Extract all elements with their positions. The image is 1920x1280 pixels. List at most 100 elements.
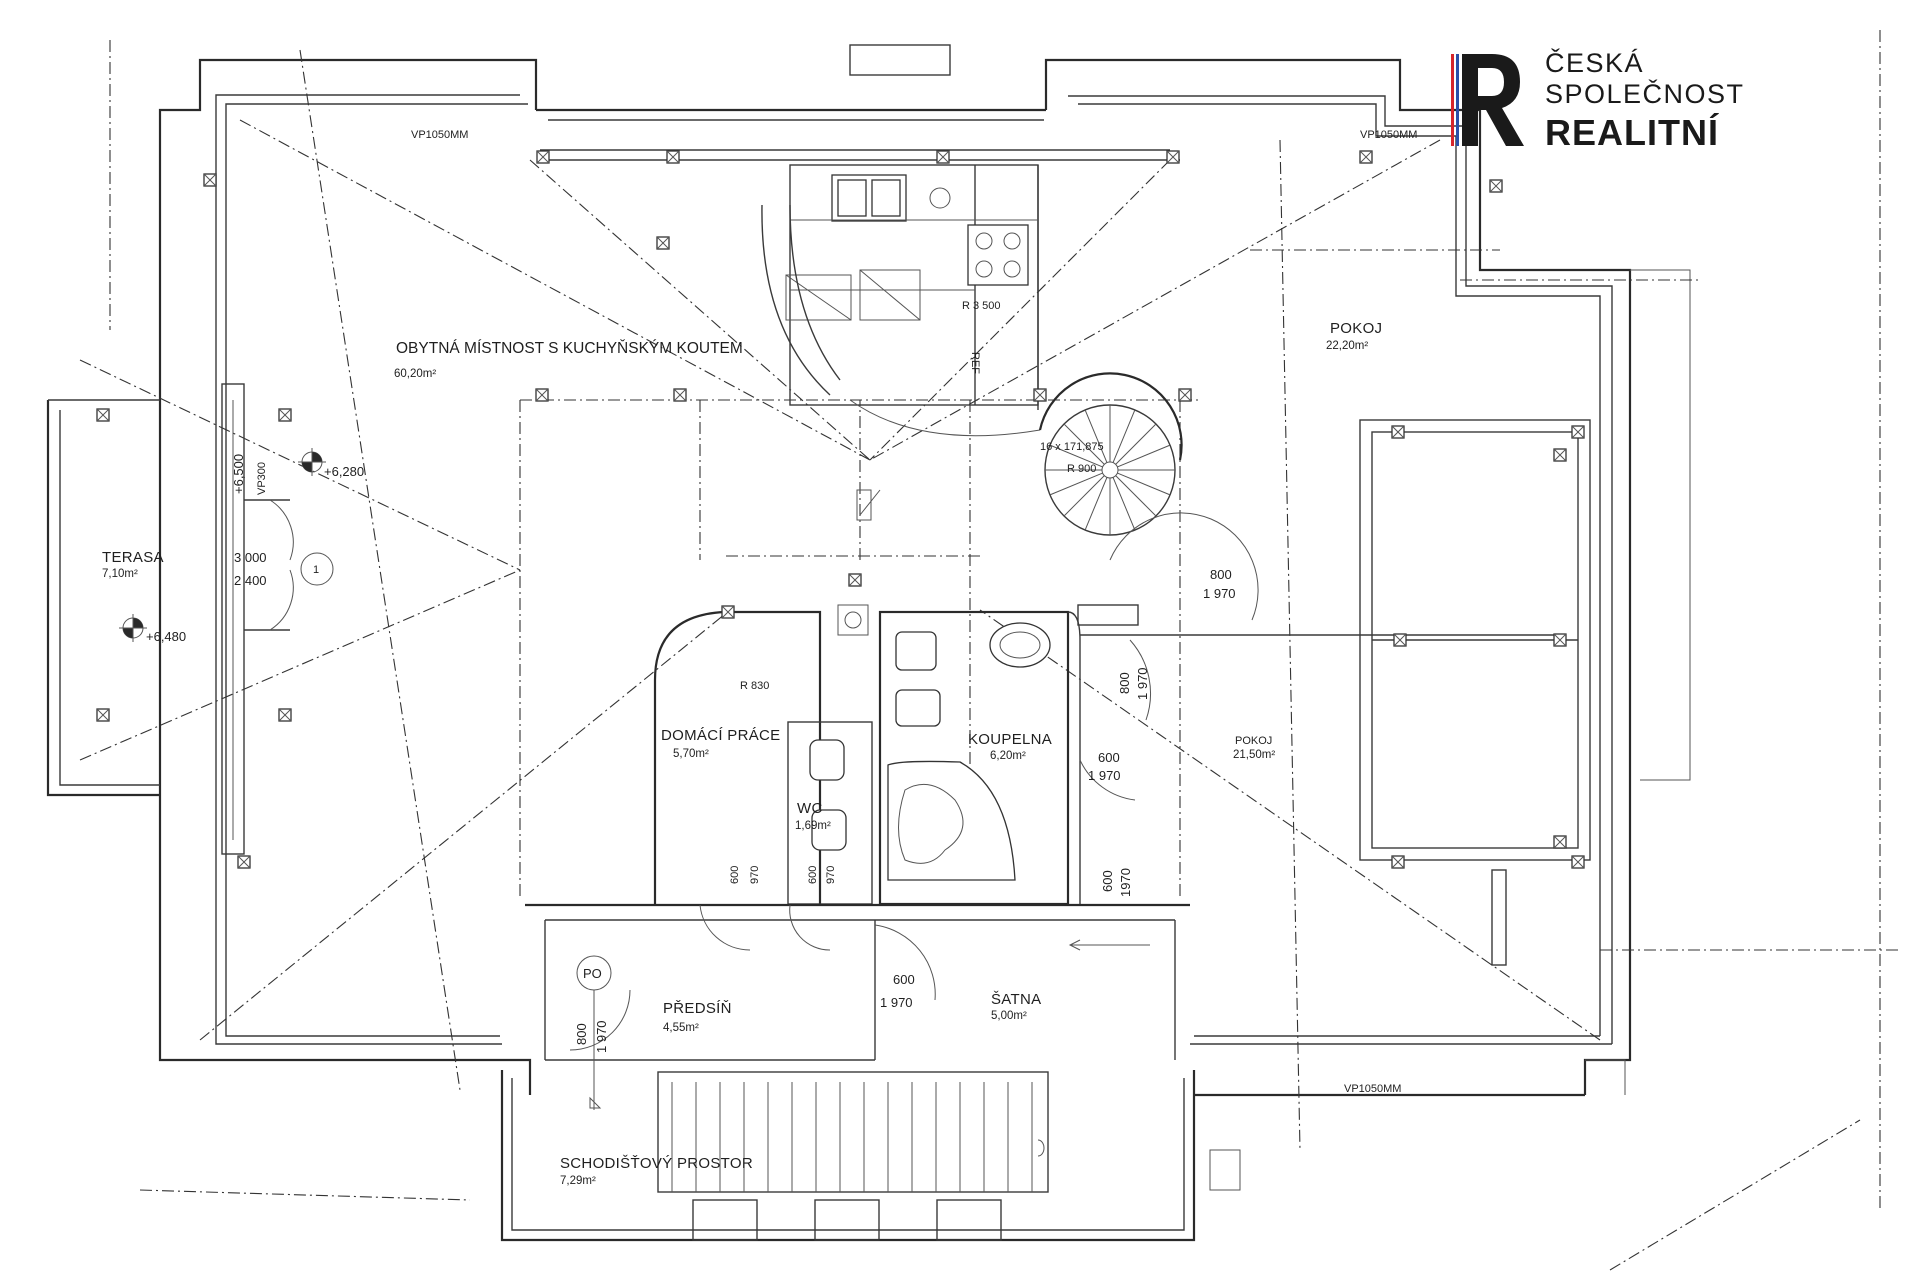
door-swings (269, 499, 1259, 1051)
predsin-name: PŘEDSÍŇ (663, 1000, 732, 1017)
koupelna-name: KOUPELNA (968, 731, 1052, 748)
roof-lines (79, 30, 1900, 1271)
dim-1970-predsin: 1 970 (880, 995, 913, 1010)
wc-name: WC (797, 800, 823, 817)
level-6480: +6,480 (146, 629, 186, 644)
spiral-step (1117, 444, 1171, 468)
column-marker (721, 605, 735, 619)
column-marker (1033, 388, 1047, 402)
column-marker (673, 388, 687, 402)
radius-3500: R 3 500 (962, 300, 1001, 312)
logo-line-3: REALITNÍ (1545, 112, 1719, 153)
dim-800-pokoj: 800 (1117, 672, 1132, 694)
dim-600-satna: 600 (1100, 870, 1115, 892)
column-marker (237, 855, 251, 869)
domaci-prace-name: DOMÁCÍ PRÁCE (661, 727, 780, 744)
dim-970-wc: 970 (825, 866, 837, 884)
dim-1970-koupelna-2: 1 970 (1088, 768, 1121, 783)
column-marker (1359, 150, 1373, 164)
spiral-step (1112, 477, 1136, 531)
koupelna-area: 6,20m² (990, 750, 1026, 762)
vp-top-right: VP1050MM (1360, 129, 1417, 141)
window-height: 2 400 (234, 573, 267, 588)
agency-logo (1451, 54, 1524, 146)
column-marker (1489, 179, 1503, 193)
column-marker (96, 408, 110, 422)
predsin-area: 4,55m² (663, 1022, 699, 1034)
column-marker (1553, 448, 1567, 462)
dimension-labels: 800 1 970 800 1 970 600 1 970 600 970 60… (574, 567, 1236, 1053)
interior-walls (221, 164, 1591, 1061)
spiral-step (1112, 409, 1136, 463)
domaci-prace-area: 5,70m² (673, 748, 709, 760)
logo-wordmark: ČESKÁ SPOLEČNOST REALITNÍ (1545, 50, 1745, 153)
dim-600-predsin: 600 (893, 972, 915, 987)
spiral-step (1115, 423, 1157, 465)
spiral-step (1084, 477, 1108, 531)
dim-1970-satna: 1970 (1118, 868, 1133, 897)
column-marker (1166, 150, 1180, 164)
terasa-name: TERASA (102, 549, 164, 566)
window-width: 3 000 (234, 550, 267, 565)
column-marker (203, 173, 217, 187)
spiral-step (1063, 475, 1105, 517)
spiral-staircase (1038, 372, 1183, 536)
satna-name: ŠATNA (991, 991, 1041, 1008)
logo-line-2: SPOLEČNOST (1545, 79, 1745, 109)
wc-area: 1,69m² (795, 820, 831, 832)
logo-r-mark (1451, 54, 1524, 146)
pokoj-top-area: 22,20m² (1326, 340, 1368, 352)
dim-600-wc: 600 (807, 866, 819, 884)
schodiste-area: 7,29m² (560, 1175, 596, 1187)
dim-600-domaci: 600 (729, 866, 741, 884)
stairs-count: 16 x 171,875 (1040, 441, 1104, 453)
radius-830: R 830 (740, 680, 769, 692)
right-side-details (1037, 604, 1507, 1191)
level-6280: +6,280 (324, 464, 364, 479)
column-marker (1553, 633, 1567, 647)
po-marker: PO (583, 966, 602, 981)
spiral-step (1049, 444, 1103, 468)
column-marker (536, 150, 550, 164)
pokoj-right-name: POKOJ (1235, 735, 1272, 747)
column-marker (1391, 425, 1405, 439)
column-marker (656, 236, 670, 250)
dim-1970-vstup: 1 970 (594, 1020, 609, 1053)
column-marker (1571, 425, 1585, 439)
schodiste-name: SCHODIŠŤOVÝ PROSTOR (560, 1155, 753, 1172)
marker-1: 1 (313, 564, 319, 576)
dim-800-vstup: 800 (574, 1023, 589, 1045)
column-marker (1571, 855, 1585, 869)
stair-steps (657, 1071, 1049, 1241)
column-marker (936, 150, 950, 164)
dim-600-koupelna: 600 (1098, 750, 1120, 765)
column-marker (1393, 633, 1407, 647)
spiral-step (1063, 423, 1105, 465)
vp300-label: VP300 (256, 462, 268, 495)
column-marker (1391, 855, 1405, 869)
spiral-step (1117, 472, 1171, 496)
plan-annotations: VP1050MM VP1050MM VP1050MM VP300 +6,500 … (146, 129, 1417, 1095)
bathroom-fixtures (809, 604, 1051, 881)
living-room-name: OBYTNÁ MÍSTNOST S KUCHYŇSKÝM KOUTEM (396, 340, 743, 357)
pokoj-top-name: POKOJ (1330, 320, 1382, 337)
ref-label: REF (969, 352, 981, 374)
dim-1970-pokoj: 1 970 (1135, 667, 1150, 700)
spiral-step (1084, 409, 1108, 463)
level-6500: +6,500 (231, 454, 246, 494)
level-markers (119, 448, 881, 1110)
column-marker (666, 150, 680, 164)
room-labels: OBYTNÁ MÍSTNOST S KUCHYŇSKÝM KOUTEM 60,2… (102, 320, 1382, 1187)
living-room-area: 60,20m² (394, 368, 436, 380)
terasa-area: 7,10m² (102, 568, 138, 580)
column-marker (278, 708, 292, 722)
kitchen-fixtures (761, 174, 1041, 437)
vp-top-left: VP1050MM (411, 129, 468, 141)
spiral-step (1115, 475, 1157, 517)
dim-800-koupelna: 800 (1210, 567, 1232, 582)
stairs-radius: R 900 (1067, 463, 1096, 475)
vp-bottom-right: VP1050MM (1344, 1083, 1401, 1095)
dim-970-domaci: 970 (749, 866, 761, 884)
pokoj-right-area: 21,50m² (1233, 749, 1275, 761)
